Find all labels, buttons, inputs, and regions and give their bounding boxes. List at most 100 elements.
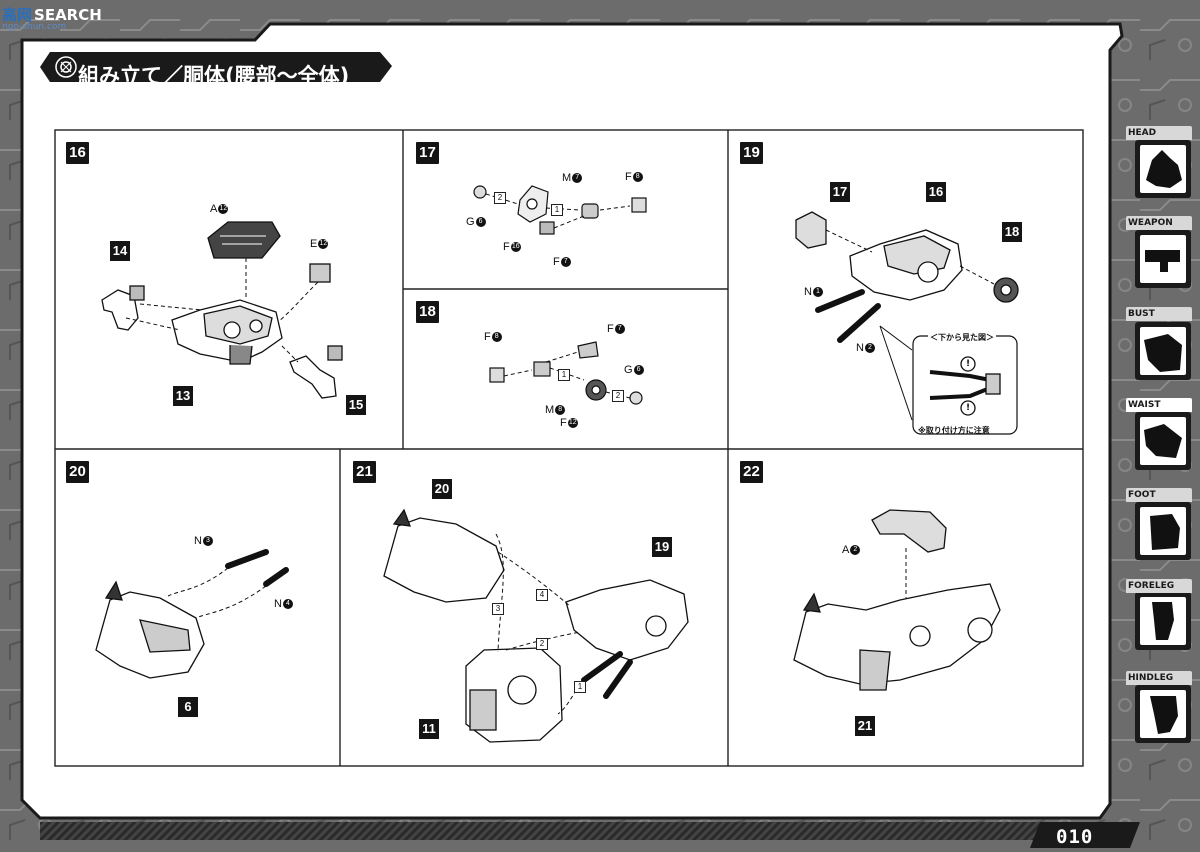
part-letter: F bbox=[484, 331, 491, 343]
foot-silhouette-icon bbox=[1150, 514, 1180, 550]
callout-16: 16 bbox=[926, 182, 946, 202]
part-letter: N bbox=[804, 286, 812, 298]
callout-19: 19 bbox=[652, 537, 672, 557]
tab-waist[interactable]: WAIST bbox=[1126, 398, 1192, 412]
part-letter: A bbox=[842, 544, 850, 556]
callout-15: 15 bbox=[346, 395, 366, 415]
callout-17: 17 bbox=[830, 182, 850, 202]
part-letter: F bbox=[607, 323, 614, 335]
part-number: 6 bbox=[475, 217, 486, 228]
tab-head[interactable]: HEAD bbox=[1126, 126, 1192, 140]
step-number-20: 20 bbox=[66, 461, 89, 483]
part-letter: F bbox=[625, 171, 632, 183]
part-number: 7 bbox=[614, 324, 625, 335]
part-number: 12 bbox=[318, 239, 329, 250]
step18-drawing bbox=[489, 341, 643, 405]
tab-bust[interactable]: BUST bbox=[1126, 307, 1192, 321]
step16-drawing bbox=[101, 221, 343, 399]
part-letter: N bbox=[194, 535, 202, 547]
part-number: 12 bbox=[218, 204, 229, 215]
order-marker-2: 2 bbox=[536, 638, 548, 650]
detail-title: ＜下から見た図＞ bbox=[928, 332, 996, 343]
step-number-18: 18 bbox=[416, 301, 439, 323]
callout-14: 14 bbox=[110, 241, 130, 261]
part-letter: F bbox=[560, 417, 567, 429]
weapon-silhouette-icon bbox=[1145, 250, 1180, 272]
step-number-21: 21 bbox=[353, 461, 376, 483]
callout-6: 6 bbox=[178, 697, 198, 717]
page-title: 組み立て／胴体(腰部～全体) bbox=[78, 64, 350, 88]
order-marker-2: 2 bbox=[494, 192, 506, 204]
logo-text: SEARCH bbox=[34, 6, 102, 24]
part-number: 8 bbox=[555, 405, 566, 416]
page-number: 010 bbox=[1056, 826, 1094, 848]
part-letter: F bbox=[553, 256, 560, 268]
logo-prefix: 高网 bbox=[2, 6, 33, 24]
part-letter: E bbox=[310, 238, 318, 250]
part-letter: M bbox=[545, 404, 555, 416]
part-number: 3 bbox=[202, 536, 213, 547]
part-number: 1 bbox=[812, 287, 823, 298]
step17-drawing bbox=[473, 185, 647, 235]
step-number-22: 22 bbox=[740, 461, 763, 483]
detail-note: ※取り付け方に注意 bbox=[918, 426, 990, 435]
warning-icon: ! bbox=[966, 359, 971, 369]
foreleg-silhouette-icon bbox=[1152, 602, 1174, 640]
waist-silhouette-icon bbox=[1144, 424, 1182, 458]
hindleg-silhouette-icon bbox=[1150, 696, 1178, 734]
tab-hindleg[interactable]: HINDLEG bbox=[1126, 671, 1192, 685]
part-letter: A bbox=[210, 203, 218, 215]
part-number: 16 bbox=[510, 242, 521, 253]
tab-weapon[interactable]: WEAPON bbox=[1126, 216, 1192, 230]
part-letter: N bbox=[274, 598, 282, 610]
part-number: 12 bbox=[567, 418, 578, 429]
part-letter: M bbox=[562, 172, 572, 184]
step-number-19: 19 bbox=[740, 142, 763, 164]
step-number-17: 17 bbox=[416, 142, 439, 164]
part-letter: G bbox=[624, 364, 633, 376]
callout-20: 20 bbox=[432, 479, 452, 499]
callout-21: 21 bbox=[855, 716, 875, 736]
step20-drawing bbox=[95, 549, 289, 679]
callout-18: 18 bbox=[1002, 222, 1022, 242]
step19-drawing bbox=[795, 211, 1019, 435]
step21-drawing bbox=[383, 508, 689, 743]
tab-foot[interactable]: FOOT bbox=[1126, 488, 1192, 502]
order-marker-1: 1 bbox=[558, 369, 570, 381]
tab-foreleg[interactable]: FORELEG bbox=[1126, 579, 1192, 593]
part-number: 7 bbox=[572, 173, 583, 184]
part-letter: N bbox=[856, 342, 864, 354]
callout-13: 13 bbox=[173, 386, 193, 406]
part-number: 8 bbox=[632, 172, 643, 183]
warning-icon: ! bbox=[966, 403, 971, 413]
callout-11: 11 bbox=[419, 719, 439, 739]
step22-drawing bbox=[793, 509, 1001, 691]
order-marker-3: 3 bbox=[492, 603, 504, 615]
bust-silhouette-icon bbox=[1144, 334, 1182, 372]
head-silhouette-icon bbox=[1146, 150, 1182, 188]
part-number: 2 bbox=[864, 343, 875, 354]
order-marker-4: 4 bbox=[536, 589, 548, 601]
part-letter: F bbox=[503, 241, 510, 253]
logo-subtext: ngo-shun.com bbox=[2, 22, 67, 32]
part-number: 6 bbox=[633, 365, 644, 376]
part-number: 4 bbox=[282, 599, 293, 610]
order-marker-2: 2 bbox=[612, 390, 624, 402]
